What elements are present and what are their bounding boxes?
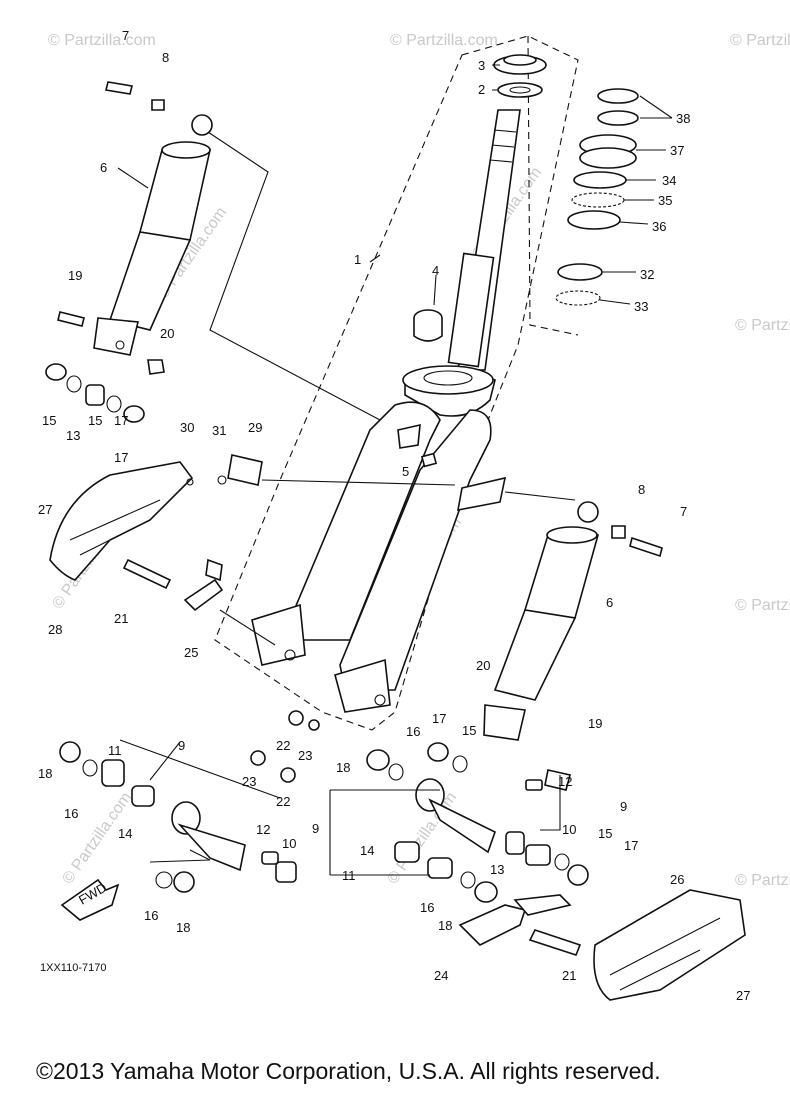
callout-labels: 1 2 3 4 5 6 6 7 7 8 8 9 9 9 10 10 11 11 … bbox=[38, 28, 750, 1003]
callout-23-a: 23 bbox=[298, 748, 312, 763]
callout-19-right: 19 bbox=[588, 716, 602, 731]
callout-10-right: 10 bbox=[562, 822, 576, 837]
callout-15-d: 15 bbox=[598, 826, 612, 841]
callout-25: 25 bbox=[184, 645, 198, 660]
callout-21-left: 21 bbox=[114, 611, 128, 626]
callout-32: 32 bbox=[640, 267, 654, 282]
callout-3: 3 bbox=[478, 58, 485, 73]
callout-6-right: 6 bbox=[606, 595, 613, 610]
callout-22-a: 22 bbox=[276, 738, 290, 753]
leader-lines bbox=[117, 64, 673, 876]
watermark: © Partzilla.com bbox=[735, 872, 790, 889]
watermark: © Partzilla.com bbox=[735, 317, 790, 334]
callout-16-b: 16 bbox=[144, 908, 158, 923]
callout-16-d: 16 bbox=[420, 900, 434, 915]
bushing-4 bbox=[413, 309, 443, 342]
callout-20-left: 20 bbox=[160, 326, 174, 341]
callout-16-a: 16 bbox=[64, 806, 78, 821]
callout-15-c: 15 bbox=[462, 723, 476, 738]
callout-18-c: 18 bbox=[336, 760, 350, 775]
callout-15-a: 15 bbox=[42, 413, 56, 428]
callout-18-a: 18 bbox=[38, 766, 52, 781]
callout-30: 30 bbox=[180, 420, 194, 435]
callout-9-left: 9 bbox=[178, 738, 185, 753]
callout-8-left: 8 bbox=[162, 50, 169, 65]
left-shock-absorber bbox=[93, 81, 213, 356]
callout-28: 28 bbox=[48, 622, 62, 637]
callout-38: 38 bbox=[676, 111, 690, 126]
callout-27-left: 27 bbox=[38, 502, 52, 517]
callout-15-b: 15 bbox=[88, 413, 102, 428]
callout-7-right: 7 bbox=[680, 504, 687, 519]
watermark: © Partzilla.com bbox=[730, 32, 790, 49]
callout-36: 36 bbox=[652, 219, 666, 234]
callout-22-b: 22 bbox=[276, 794, 290, 809]
left-hardware bbox=[45, 311, 165, 423]
callout-31: 31 bbox=[212, 423, 226, 438]
callout-4: 4 bbox=[432, 263, 439, 278]
callout-21-right: 21 bbox=[562, 968, 576, 983]
callout-27-right: 27 bbox=[736, 988, 750, 1003]
callout-34: 34 bbox=[662, 173, 676, 188]
watermark: © Partzilla.com bbox=[48, 32, 156, 49]
front-fork bbox=[251, 109, 521, 713]
callout-2: 2 bbox=[478, 82, 485, 97]
fwd-arrow: FWD bbox=[60, 878, 120, 921]
callout-18-d: 18 bbox=[438, 918, 452, 933]
callout-8-right: 8 bbox=[638, 482, 645, 497]
right-shock-absorber bbox=[483, 501, 663, 741]
callout-37: 37 bbox=[670, 143, 684, 158]
callout-17-b: 17 bbox=[432, 711, 446, 726]
lower-link-left bbox=[59, 710, 320, 893]
callout-18-b: 18 bbox=[176, 920, 190, 935]
lower-link-right bbox=[366, 742, 589, 956]
left-lower-hardware bbox=[122, 454, 263, 612]
callout-20-right: 20 bbox=[476, 658, 490, 673]
callout-11-left: 11 bbox=[108, 743, 122, 758]
callout-35: 35 bbox=[658, 193, 672, 208]
callout-17-c: 17 bbox=[624, 838, 638, 853]
callout-16-c: 16 bbox=[406, 724, 420, 739]
callout-23-b: 23 bbox=[242, 774, 256, 789]
callout-1: 1 bbox=[354, 252, 361, 267]
diagram-code: 1XX110-7170 bbox=[40, 962, 106, 974]
callout-29: 29 bbox=[248, 420, 262, 435]
watermark: © Partzilla.com bbox=[390, 32, 498, 49]
callout-6-left: 6 bbox=[100, 160, 107, 175]
callout-7-left: 7 bbox=[122, 28, 129, 43]
callout-11-right: 11 bbox=[342, 868, 356, 883]
callout-33: 33 bbox=[634, 299, 648, 314]
callout-17-a: 17 bbox=[114, 450, 128, 465]
callout-9-right: 9 bbox=[620, 799, 627, 814]
bearing-stack bbox=[555, 88, 639, 306]
callout-10-left: 10 bbox=[282, 836, 296, 851]
callout-14-left: 14 bbox=[118, 826, 132, 841]
steering-head-parts bbox=[493, 54, 547, 98]
callout-9-mid: 9 bbox=[312, 821, 319, 836]
callout-12-right: 12 bbox=[558, 774, 572, 789]
copyright-footer: ©2013 Yamaha Motor Corporation, U.S.A. A… bbox=[36, 1058, 661, 1084]
callout-26: 26 bbox=[670, 872, 684, 887]
watermark: © Partzilla.com bbox=[735, 597, 790, 614]
callout-14-right: 14 bbox=[360, 843, 374, 858]
fenders bbox=[49, 461, 746, 1001]
callout-13-left: 13 bbox=[66, 428, 80, 443]
callout-13-right: 13 bbox=[490, 862, 504, 877]
assembly-outline bbox=[214, 35, 579, 731]
callout-17-d: 17 bbox=[114, 413, 128, 428]
callout-24: 24 bbox=[434, 968, 448, 983]
callout-5: 5 bbox=[402, 464, 409, 479]
callout-12-left: 12 bbox=[256, 822, 270, 837]
callout-19-left: 19 bbox=[68, 268, 82, 283]
